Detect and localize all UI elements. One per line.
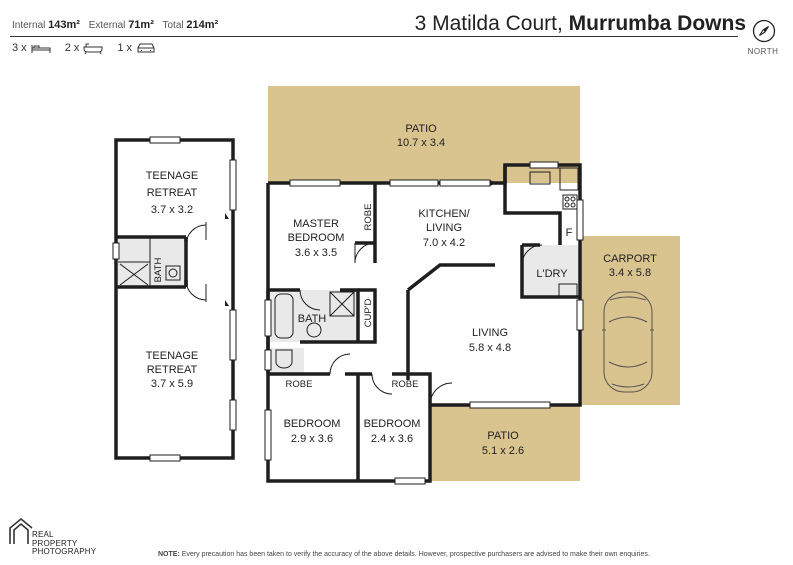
area-summary: Internal 143m² External 71m² Total 214m²: [12, 19, 218, 31]
teen-retreat-1-name2: RETREAT: [147, 187, 198, 199]
kitchen-name1: KITCHEN/: [418, 208, 470, 220]
patio-top-area: [268, 86, 580, 183]
feature-icons: 3 x 2 x 1 x: [12, 42, 170, 54]
house-windows: [264, 161, 584, 485]
logo-icon: [9, 517, 33, 544]
patio-bottom-area: [430, 405, 580, 481]
logo-line2: PROPERTY: [32, 538, 78, 548]
logo-text: REAL PROPERTY PHOTOGRAPHY: [32, 530, 97, 557]
external-value: 71m²: [128, 19, 154, 31]
teen-retreat-2-dims: 3.7 x 5.9: [151, 378, 193, 390]
robe-bed2-name: ROBE: [286, 379, 313, 390]
carport-area: [580, 236, 680, 405]
fridge-name: F: [566, 227, 573, 239]
carport-dims: 3.4 x 5.8: [609, 267, 651, 279]
bath-icon: [83, 43, 103, 54]
car-count: 1 x: [117, 42, 156, 54]
bath-main-name: BATH: [298, 313, 327, 325]
kitchen-dims: 7.0 x 4.2: [423, 237, 465, 249]
house-thin-lines: [274, 167, 579, 406]
kitchen-name2: LIVING: [426, 222, 462, 234]
kitchen-door-arrow: [490, 180, 496, 186]
carport-name: CARPORT: [603, 253, 657, 265]
bath-retreat-name: BATH: [153, 258, 164, 283]
master-name2: BEDROOM: [288, 232, 345, 244]
patio-top-name: PATIO: [405, 123, 437, 135]
address-suburb: Murrumba Downs: [568, 12, 746, 35]
bedroom2-name: BEDROOM: [284, 418, 341, 430]
note-text: Every precaution has been taken to verif…: [179, 551, 650, 558]
retreat-thin-lines: [118, 222, 207, 302]
patio-bottom-name: PATIO: [487, 430, 519, 442]
robe-bed3-name: ROBE: [392, 379, 419, 390]
internal-label: Internal: [12, 20, 46, 31]
note-label: NOTE:: [158, 551, 180, 558]
teen-retreat-1-dims: 3.7 x 3.2: [151, 204, 193, 216]
external-label: External: [88, 20, 126, 31]
property-address: 3 Matilda Court, Murrumba Downs: [415, 12, 746, 36]
bed-count-text: 3 x: [12, 42, 27, 54]
patio-bottom-dims: 5.1 x 2.6: [482, 445, 524, 457]
bath-count: 2 x: [65, 42, 104, 54]
master-dims: 3.6 x 3.5: [295, 247, 337, 259]
disclaimer-note: NOTE: Every precaution has been taken to…: [158, 551, 650, 558]
compass-icon: [752, 19, 776, 43]
bedroom3-name: BEDROOM: [364, 418, 421, 430]
living-name: LIVING: [472, 327, 508, 339]
bed-count: 3 x: [12, 42, 51, 54]
bath-count-text: 2 x: [64, 42, 80, 54]
bedroom3-dims: 2.4 x 3.6: [371, 433, 413, 445]
robe-master-name: ROBE: [363, 204, 374, 231]
north-label: NORTH: [747, 47, 779, 56]
logo-line1: REAL: [32, 530, 54, 539]
laundry-name: L'DRY: [536, 268, 568, 280]
teen-retreat-2-name2: RETREAT: [147, 364, 198, 376]
retreat-windows: [112, 136, 237, 462]
living-dims: 5.8 x 4.8: [469, 342, 511, 354]
teen-retreat-2-name1: TEENAGE: [146, 350, 199, 362]
bed-icon: [31, 45, 51, 53]
car-icon: [602, 291, 654, 393]
total-value: 214m²: [186, 19, 219, 31]
master-name1: MASTER: [293, 218, 339, 230]
car-icon: [137, 43, 155, 53]
car-count-text: 1 x: [117, 42, 133, 54]
patio-top-dims: 10.7 x 3.4: [397, 137, 445, 149]
sliding-door-marker: [225, 213, 229, 306]
header-divider: [10, 36, 738, 37]
total-label: Total: [162, 20, 184, 31]
address-street: 3 Matilda Court,: [414, 12, 569, 35]
internal-value: 143m²: [48, 19, 80, 31]
bedroom2-dims: 2.9 x 3.6: [291, 433, 333, 445]
cupd-name: CUP'D: [363, 298, 374, 327]
teen-retreat-1-name1: TEENAGE: [146, 170, 199, 182]
logo-line3: PHOTOGRAPHY: [32, 547, 97, 556]
